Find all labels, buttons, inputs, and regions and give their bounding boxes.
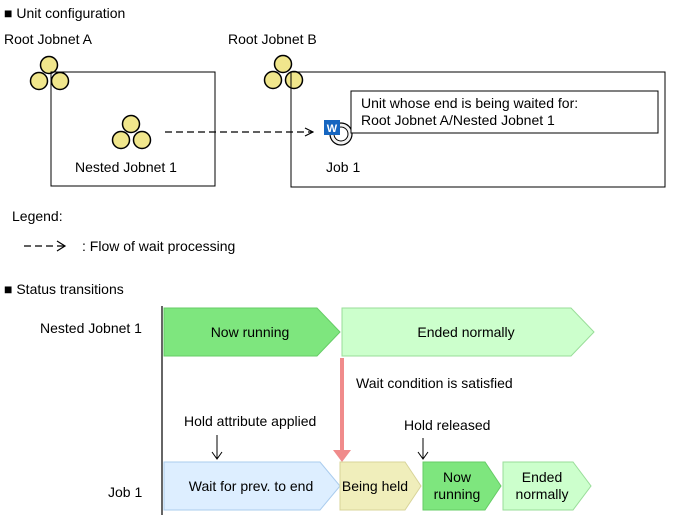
status-job-ended-label-1: Ended [522, 469, 562, 485]
nested-jobnet-label: Nested Jobnet 1 [75, 159, 177, 175]
status-job-ended [502, 461, 592, 511]
job-label: Job 1 [326, 159, 360, 175]
annotation-hold-applied: Hold attribute applied [184, 413, 316, 429]
callout-box [350, 90, 659, 134]
status-nested-running-label: Now running [211, 324, 290, 340]
root-jobnet-a-box [50, 71, 216, 187]
annotation-hold-released: Hold released [404, 417, 490, 433]
status-job-held [339, 461, 422, 511]
callout-line-1: Unit whose end is being waited for: [361, 95, 578, 111]
legend-description: : Flow of wait processing [82, 238, 235, 254]
status-job-running-label-2: running [434, 486, 481, 502]
root-jobnet-b-label: Root Jobnet B [228, 31, 317, 47]
status-job-held-label: Being held [342, 478, 408, 494]
legend-arrow-icon [24, 240, 67, 252]
status-job-running [422, 461, 502, 511]
legend-title: Legend: [12, 208, 63, 224]
status-job-wait [163, 461, 341, 511]
job-icon: W [324, 120, 353, 146]
row-label-job: Job 1 [108, 484, 142, 500]
root-jobnet-b-icon [263, 54, 304, 90]
status-nested-ended-label: Ended normally [417, 324, 514, 340]
section-title-unit-configuration: ■ Unit configuration [4, 5, 125, 21]
status-nested-running [163, 307, 341, 357]
status-job-wait-label: Wait for prev. to end [189, 478, 314, 494]
wait-satisfied-arrowhead [333, 450, 351, 462]
root-jobnet-b-box [290, 71, 666, 188]
wait-badge-icon [324, 120, 340, 135]
status-job-ended-label-2: normally [516, 486, 569, 502]
annotation-wait-satisfied: Wait condition is satisfied [356, 375, 513, 391]
wait-badge-letter: W [327, 123, 338, 135]
hold-released-arrow [417, 438, 429, 460]
row-label-nested: Nested Jobnet 1 [40, 320, 142, 336]
hold-applied-arrow [211, 435, 223, 460]
status-nested-ended [341, 307, 595, 357]
root-jobnet-a-label: Root Jobnet A [4, 31, 93, 47]
nested-jobnet-icon [111, 114, 152, 150]
section-title-status-transitions: ■ Status transitions [4, 281, 124, 297]
status-job-running-label-1: Now [443, 469, 472, 485]
callout-line-2: Root Jobnet A/Nested Jobnet 1 [361, 112, 555, 128]
root-jobnet-a-icon [29, 55, 70, 91]
